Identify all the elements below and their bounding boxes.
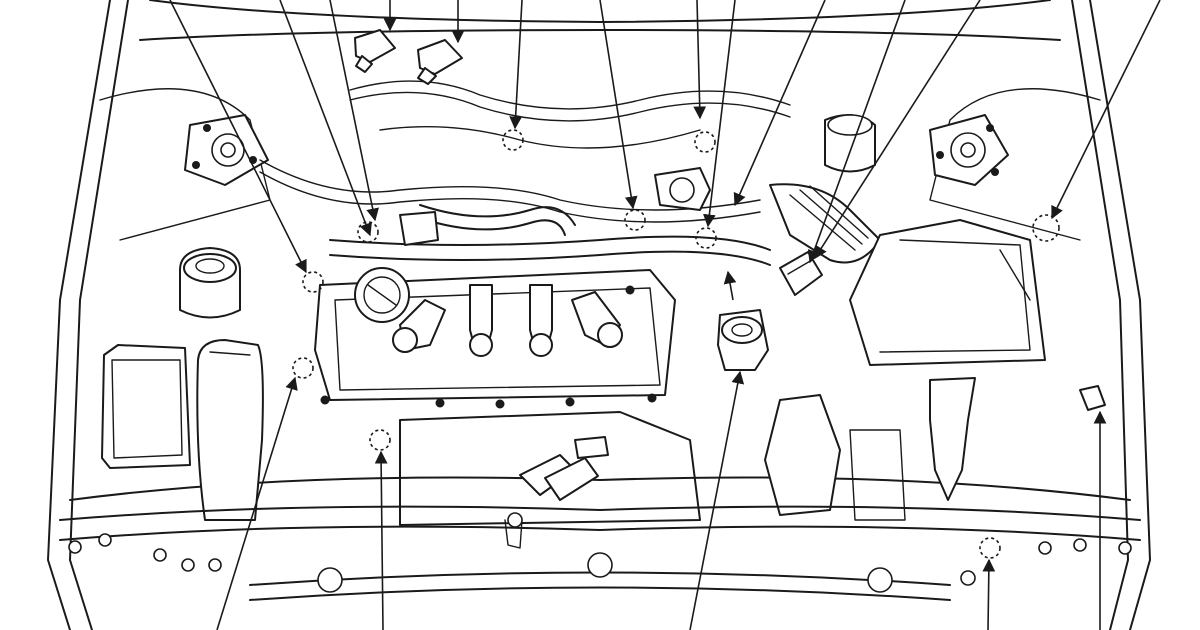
connector-marker: [979, 537, 1001, 559]
air-filter-box: [849, 219, 1046, 366]
connector-marker: [357, 221, 379, 243]
intake-duct: [769, 114, 881, 264]
throttle-connector: [779, 251, 823, 296]
callout-leader: [279, 0, 372, 237]
callout-leader: [169, 0, 307, 274]
callout-leader: [733, 0, 826, 207]
lower-harness: [399, 411, 701, 549]
vehicle-body-outline: [47, 0, 1151, 630]
connector-marker: [292, 357, 314, 379]
brake-master-reservoir: [179, 247, 241, 319]
connector-marker: [502, 129, 524, 151]
cam-position-sensor: [717, 309, 769, 371]
fuse-relay-box: [101, 344, 191, 469]
right-lower-components: [764, 377, 1106, 521]
connector-marker: [302, 271, 324, 293]
radiator-support: [59, 505, 1141, 601]
right-strut-tower: [929, 114, 1009, 186]
left-strut-tower: [184, 114, 269, 186]
callout-leader: [689, 370, 745, 630]
callout-leader: [1051, 0, 1161, 220]
callout-leader: [216, 376, 298, 630]
callout-leader: [982, 558, 996, 630]
callout-leader: [693, 0, 707, 120]
callout-leader: [374, 450, 388, 630]
oil-filler-cap: [354, 267, 410, 323]
callout-leader: [599, 0, 638, 210]
connector-marker: [695, 227, 717, 249]
upper-harness: [259, 80, 791, 266]
callout-leader: [509, 0, 523, 130]
callout-leader: [703, 0, 736, 228]
connector-marker: [624, 209, 646, 231]
connector-marker: [369, 429, 391, 451]
callout-leader: [814, 0, 981, 260]
washer-tank: [196, 339, 264, 521]
connector-location-markers: [292, 129, 1060, 559]
top-right-sensor: [417, 39, 463, 85]
callout-leader: [723, 270, 737, 301]
connector-marker: [1032, 214, 1060, 242]
connector-marker: [694, 131, 716, 153]
coolant-hoses: [399, 167, 711, 246]
callout-leader: [807, 0, 906, 264]
callout-leader: [329, 0, 379, 222]
callout-leaders: [169, 0, 1161, 630]
ignition-coils: [392, 284, 623, 357]
top-left-sensor: [354, 29, 396, 73]
